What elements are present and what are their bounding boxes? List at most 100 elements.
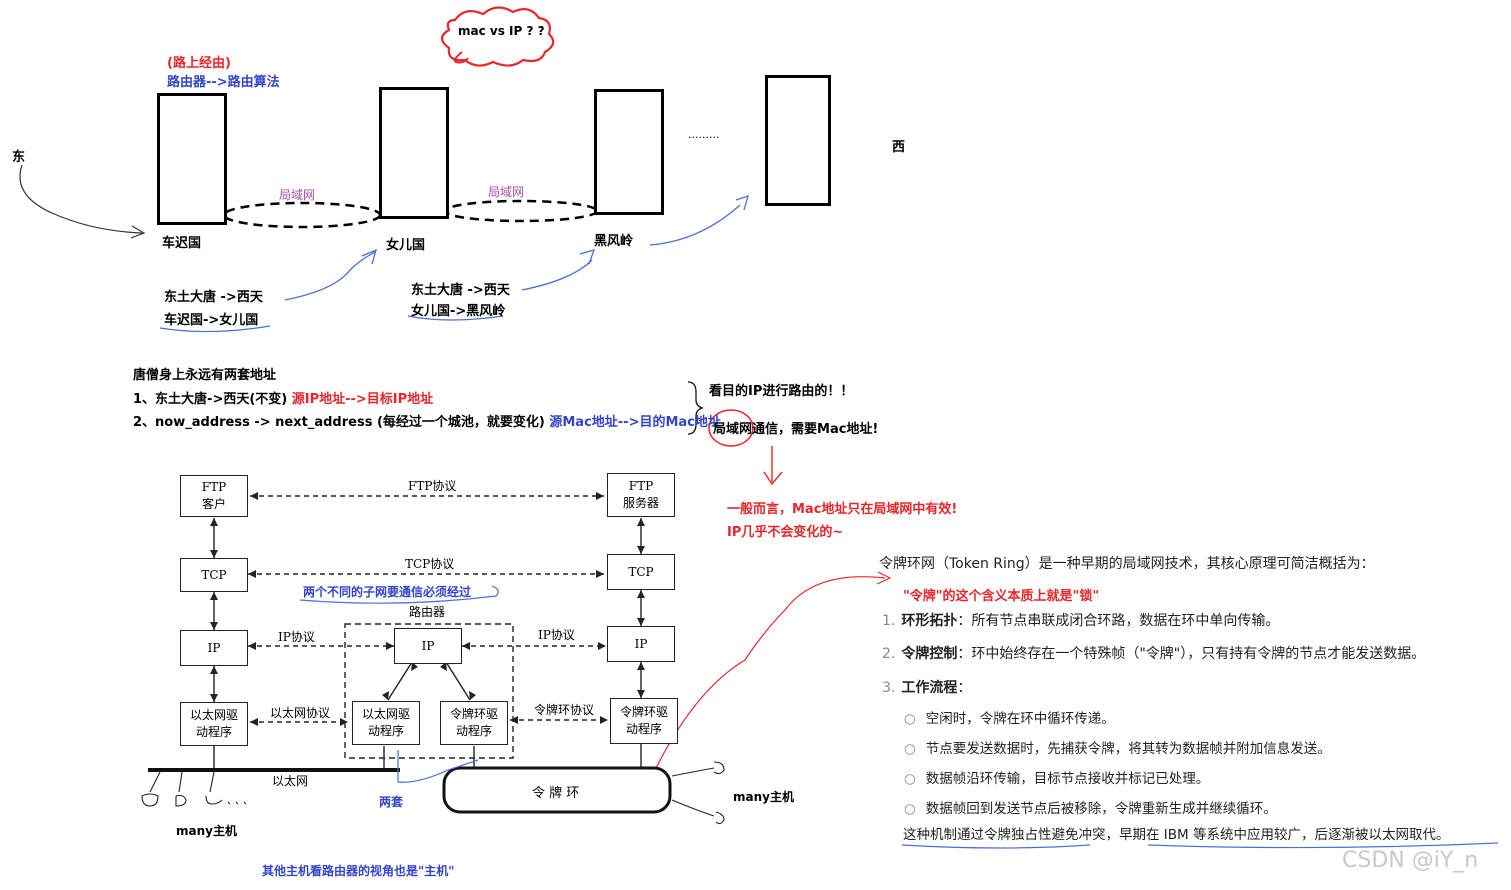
ftp-client-line-1: FTP (201, 480, 227, 494)
tcp-right-label: TCP (628, 564, 654, 579)
ip-left-label: IP (207, 640, 221, 655)
bullet-4-text: 数据帧回到发送节点后被移除，令牌重新生成并继续循环。 (925, 801, 1277, 817)
ftp-client-box: FTP 客户 (180, 475, 248, 517)
hop2-line-2: 女儿国->黑风岭 (411, 304, 506, 319)
ftp-server-box: FTP 服务器 (607, 473, 675, 517)
address-line-1-prefix: 1、东土大唐->西天(不变) (133, 392, 288, 407)
subnet-note: 两个不同的子网要通信必须经过 (303, 585, 472, 599)
item-2-text: ：环中始终存在一个特殊帧（"令牌"），只有持有令牌的节点才能发送数据。 (957, 646, 1426, 662)
bullet-1-text: 空闲时，令牌在环中循环传递。 (925, 711, 1115, 727)
red-note-1: 一般而言，Mac地址只在局域网中有效! (727, 502, 958, 517)
ip-router-box: IP (394, 628, 462, 664)
token-driver-right-l1: 令牌环驱 (619, 705, 668, 719)
token-ring-summary: 这种机制通过令牌独占性避免冲突，早期在 IBM 等系统中应用较广，后逐渐被以太网… (903, 827, 1450, 843)
kingdom-name-1: 车迟国 (162, 236, 202, 251)
kingdom-box-4 (765, 75, 831, 206)
ip-router-label: IP (421, 638, 435, 653)
bullet-circle-icon: ○ (904, 741, 916, 757)
bullet-item-1: ○ 空闲时，令牌在环中循环传递。 (904, 707, 1115, 727)
west-label: 西 (892, 140, 906, 155)
token-driver-router-l2: 动程序 (455, 724, 492, 738)
brace-bottom-text: 局域网通信，需要Mac地址! (713, 418, 878, 437)
ftp-server-line-1: FTP (628, 479, 654, 493)
red-note-2: IP几乎不会变化的~ (727, 525, 844, 540)
blue-arrow-3 (649, 204, 741, 246)
bullet-item-3: ○数据帧沿环传输，目标节点接收并标记已处理。 (904, 767, 1209, 787)
token-driver-router-l1: 令牌环驱 (449, 707, 498, 721)
item-2-key: 令牌控制 (901, 646, 958, 662)
two-address-title: 唐僧身上永远有两套地址 (133, 368, 277, 383)
route-label: (路上经由) (167, 56, 231, 71)
item-1-key: 环形拓扑 (901, 613, 958, 629)
mac-vs-ip-label: mac vs IP ? ? (458, 24, 545, 38)
blue-under-subnet (299, 585, 499, 604)
tcp-left-box: TCP (180, 558, 248, 592)
bullet-circle-icon: ○ (904, 801, 916, 817)
eth-driver-left-box: 以太网驱 动程序 (180, 702, 248, 746)
ip-right-box: IP (607, 626, 675, 662)
bullet-item-2: ○ 节点要发送数据时，先捕获令牌，将其转为数据帧并附加信息发送。 (904, 737, 1331, 757)
kingdom-box-2 (379, 87, 449, 219)
lan-ellipse-1 (222, 201, 382, 229)
tcp-protocol-label: TCP协议 (405, 557, 455, 571)
address-line-2: 2、now_address -> next_address (每经过一个城池，就… (133, 411, 721, 430)
token-driver-router-box: 令牌环驱 动程序 (440, 701, 508, 745)
brace-bottom-lan: 局域网 (713, 422, 753, 437)
item-2-num: 2. (882, 646, 896, 662)
many-hosts-left: many主机 (176, 824, 237, 838)
ftp-protocol-label: FTP协议 (408, 479, 457, 493)
east-label: 东 (12, 150, 26, 165)
item-3-key: 工作流程 (901, 680, 958, 696)
address-line-1-suffix: 源IP地址-->目标IP地址 (291, 392, 434, 407)
token-protocol-label: 令牌环协议 (534, 703, 595, 717)
item-3-text: ： (957, 680, 972, 696)
ethernet-label: 以太网 (272, 774, 309, 788)
eth-driver-left-l2: 动程序 (195, 725, 232, 739)
router-label: 路由器 (409, 605, 446, 619)
token-item-2: 2. 令牌控制：环中始终存在一个特殊帧（"令牌"），只有持有令牌的节点才能发送数据… (882, 643, 1425, 663)
lan-label-1: 局域网 (279, 188, 316, 202)
kingdom-name-3: 黑风岭 (594, 234, 634, 249)
lock-note: "令牌"的这个含义本质上就是"锁" (903, 589, 1100, 604)
token-ring-shape (442, 766, 672, 814)
tcp-left-label: TCP (201, 567, 227, 582)
blue-arrow-2 (521, 259, 593, 291)
token-item-3: 3.工作流程： (882, 677, 971, 697)
token-ring-label: 令 牌 环 (532, 786, 580, 801)
eth-driver-router-box: 以太网驱 动程序 (352, 701, 420, 745)
blue-arrow-1 (284, 251, 376, 301)
brace-top-text: 看目的IP进行路由的！！ (709, 384, 854, 399)
two-sets-label: 两套 (379, 795, 404, 809)
tcp-right-box: TCP (607, 554, 675, 590)
eth-driver-router-l2: 动程序 (367, 724, 404, 738)
ip-protocol-right: IP协议 (538, 628, 575, 642)
token-driver-right-l2: 动程序 (625, 722, 662, 736)
eth-driver-left-l1: 以太网驱 (189, 708, 238, 722)
token-driver-right-box: 令牌环驱 动程序 (610, 698, 678, 744)
ip-protocol-left: IP协议 (278, 630, 315, 644)
lan-label-2: 局域网 (488, 185, 525, 199)
bottom-host-note: 其他主机看路由器的视角也是"主机" (262, 864, 455, 878)
item-1-num: 1. (882, 613, 896, 629)
address-line-2-prefix: 2、now_address -> next_address (每经过一个城池，就… (133, 415, 545, 430)
ip-right-label: IP (634, 636, 648, 651)
eth-protocol-label: 以太网协议 (270, 706, 331, 720)
csdn-watermark: CSDN @iY_n (1342, 848, 1479, 873)
brace-bottom-rest: 通信，需要Mac地址! (752, 422, 879, 437)
lan-ellipse-2 (443, 199, 599, 223)
lan-circle (708, 409, 754, 447)
eth-driver-router-l1: 以太网驱 (361, 707, 410, 721)
address-line-2-suffix: 源Mac地址-->目的Mac地址 (549, 415, 721, 430)
bullet-circle-icon: ○ (904, 771, 916, 787)
hop2-line-1: 东土大唐 ->西天 (411, 283, 510, 298)
hop1-line-2: 车迟国->女儿国 (164, 313, 259, 328)
token-item-1: 1. 环形拓扑：所有节点串联成闭合环路，数据在环中单向传输。 (882, 610, 1279, 630)
ip-left-box: IP (180, 630, 248, 666)
bullet-2-text: 节点要发送数据时，先捕获令牌，将其转为数据帧并附加信息发送。 (925, 741, 1331, 757)
bullet-circle-icon: ○ (904, 711, 916, 727)
ellipsis-dots: ......... (688, 128, 720, 141)
router-algo-label: 路由器-->路由算法 (167, 75, 280, 90)
kingdom-box-3 (594, 89, 664, 215)
hop1-line-1: 东土大唐 ->西天 (164, 290, 263, 305)
item-1-text: ：所有节点串联成闭合环路，数据在环中单向传输。 (957, 613, 1280, 629)
